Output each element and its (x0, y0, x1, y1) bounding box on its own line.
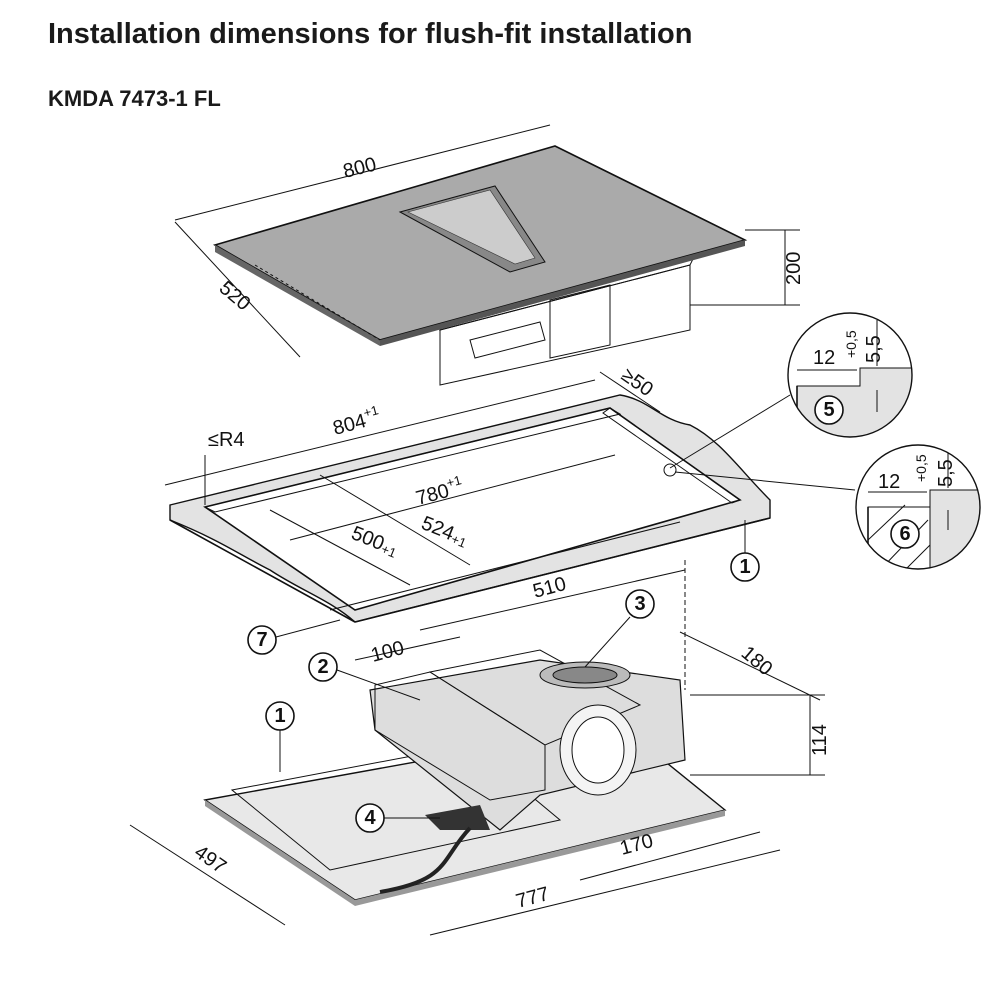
fan-depth-label: 180 (737, 642, 777, 680)
base-depth-label: 497 (190, 841, 230, 878)
detail-5-depth: 5,5 (863, 335, 885, 363)
detail-6: 12 5,5 +0,5 6 (855, 444, 981, 570)
hob-depth-label: 520 (215, 277, 255, 315)
base-width-label: 777 (514, 883, 552, 913)
callout-2: 2 (317, 656, 328, 678)
worktop-cutout-illustration (169, 394, 771, 623)
hob-height-label: 200 (783, 252, 805, 285)
detail-5: 12 5,5 +0,5 5 (787, 312, 913, 438)
detail-6-tolerance: +0,5 (913, 454, 929, 482)
cutout-dimension-lines (164, 371, 681, 611)
callout-1-base: 1 (274, 705, 285, 727)
callout-7: 7 (256, 629, 267, 651)
detail-5-tolerance: +0,5 (843, 330, 859, 358)
hob-width-label: 800 (341, 153, 379, 182)
model-name: KMDA 7473-1 FL (48, 86, 221, 111)
detail-6-width: 12 (878, 471, 900, 493)
fan-offset-label: 100 (369, 637, 407, 667)
callout-4: 4 (364, 807, 376, 829)
callouts: 1 7 3 2 1 4 (247, 520, 760, 833)
page-title: Installation dimensions for flush-fit in… (48, 18, 693, 50)
fan-unit-illustration (203, 649, 727, 906)
fan-height-label: 114 (809, 724, 831, 756)
callout-6: 6 (899, 523, 910, 545)
fan-width-label: 510 (531, 573, 569, 603)
fan-dimension-lines (129, 560, 825, 936)
corner-radius-label: ≤R4 (208, 429, 245, 451)
callout-3: 3 (634, 593, 645, 615)
detail-5-width: 12 (813, 347, 835, 369)
callout-1-worktop: 1 (739, 556, 750, 578)
callout-5: 5 (823, 399, 834, 421)
hob-dimension-lines (174, 124, 800, 358)
hob-illustration (212, 145, 748, 386)
detail-6-depth: 5,5 (935, 459, 957, 487)
